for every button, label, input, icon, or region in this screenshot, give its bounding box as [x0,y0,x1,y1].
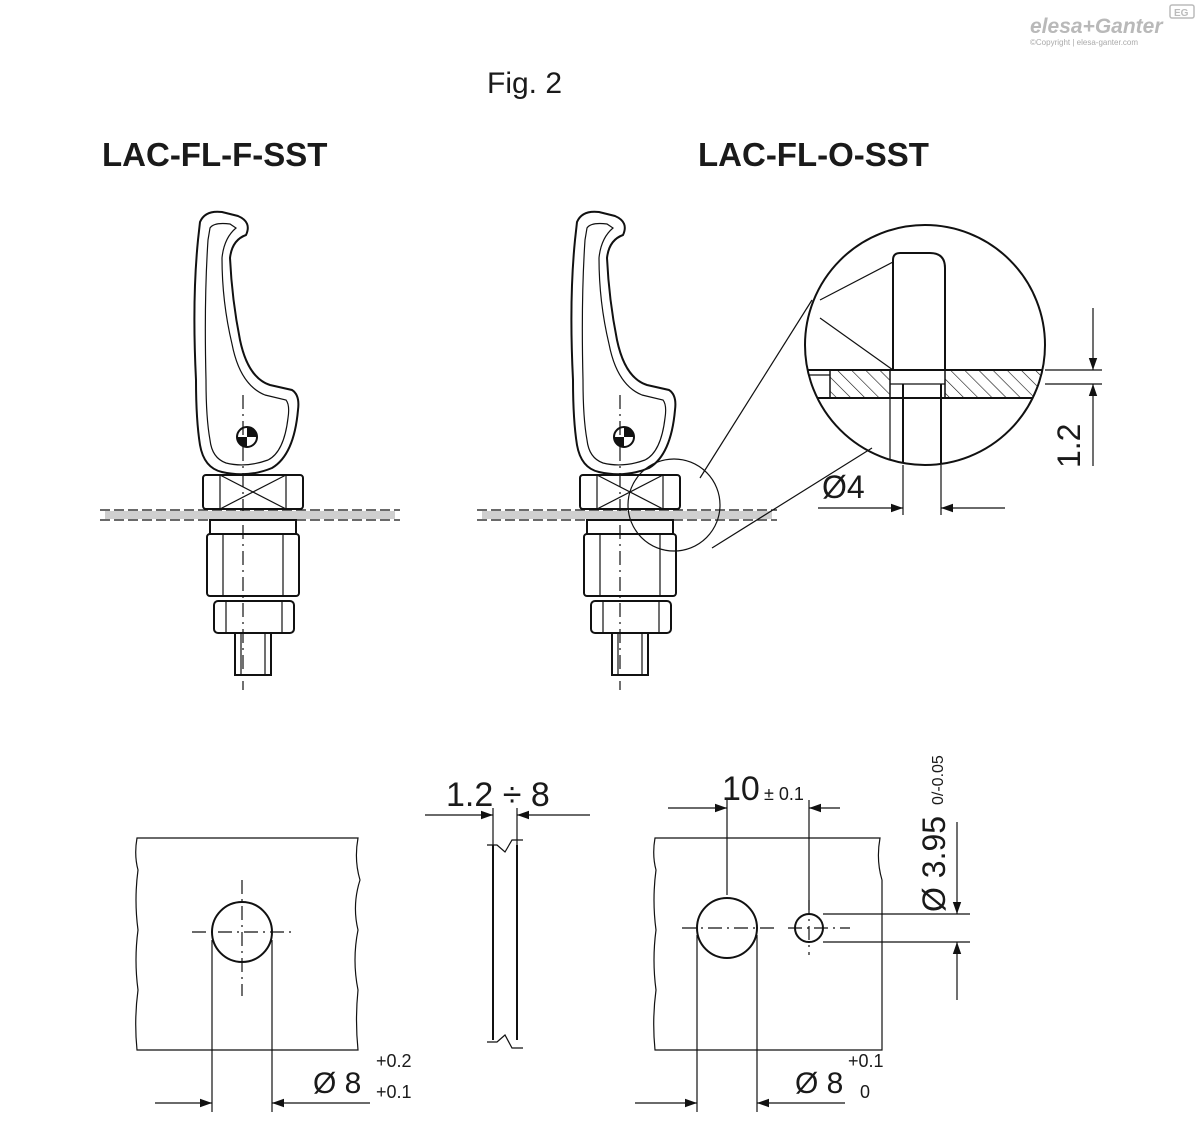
hole-right-tol-lower: 0 [860,1082,870,1102]
detail-view: Ø4 1.2 [804,224,1102,515]
hole-spacing-tol: ± 0.1 [764,784,804,804]
hole-left-diameter: Ø 8 [313,1067,361,1100]
plunger-drawing-left [100,210,400,690]
detail-diameter: Ø4 [822,469,865,505]
panel-thickness-range: 1.2 ÷ 8 [446,776,550,814]
product-title-right: LAC-FL-O-SST [698,136,929,173]
hole-left-tol-lower: +0.1 [376,1082,412,1102]
hole-pattern-right: Ø 8 +0.1 0 10 ± 0.1 Ø 3.95 0/-0.05 [635,755,970,1112]
detail-thickness: 1.2 [1051,424,1087,468]
logo-badge: EG [1174,8,1189,19]
figure-label: Fig. 2 [487,67,562,100]
hole-left-tol-upper: +0.2 [376,1051,412,1071]
hole-pattern-left: Ø 8 +0.2 +0.1 [135,837,412,1112]
panel-thickness: 1.2 ÷ 8 [425,776,590,1049]
product-title-left: LAC-FL-F-SST [102,136,327,173]
hole-right-tol-upper: +0.1 [848,1051,884,1071]
plunger-drawing-right [477,210,777,690]
brand-logo: elesa+Ganter EG ©Copyright | elesa-gante… [1030,4,1195,47]
hole-right-diameter: Ø 8 [795,1067,843,1100]
pin-diameter: Ø 3.95 [916,816,952,912]
detail-leader-top [699,299,813,479]
badge-icon [1169,4,1195,19]
detail-leader-bottom [711,447,873,549]
logo-copyright: ©Copyright | elesa-ganter.com [1030,38,1138,47]
hole-spacing: 10 [722,770,760,808]
pin-diameter-tol: 0/-0.05 [930,755,947,805]
logo-wordmark: elesa+Ganter [1030,15,1164,38]
